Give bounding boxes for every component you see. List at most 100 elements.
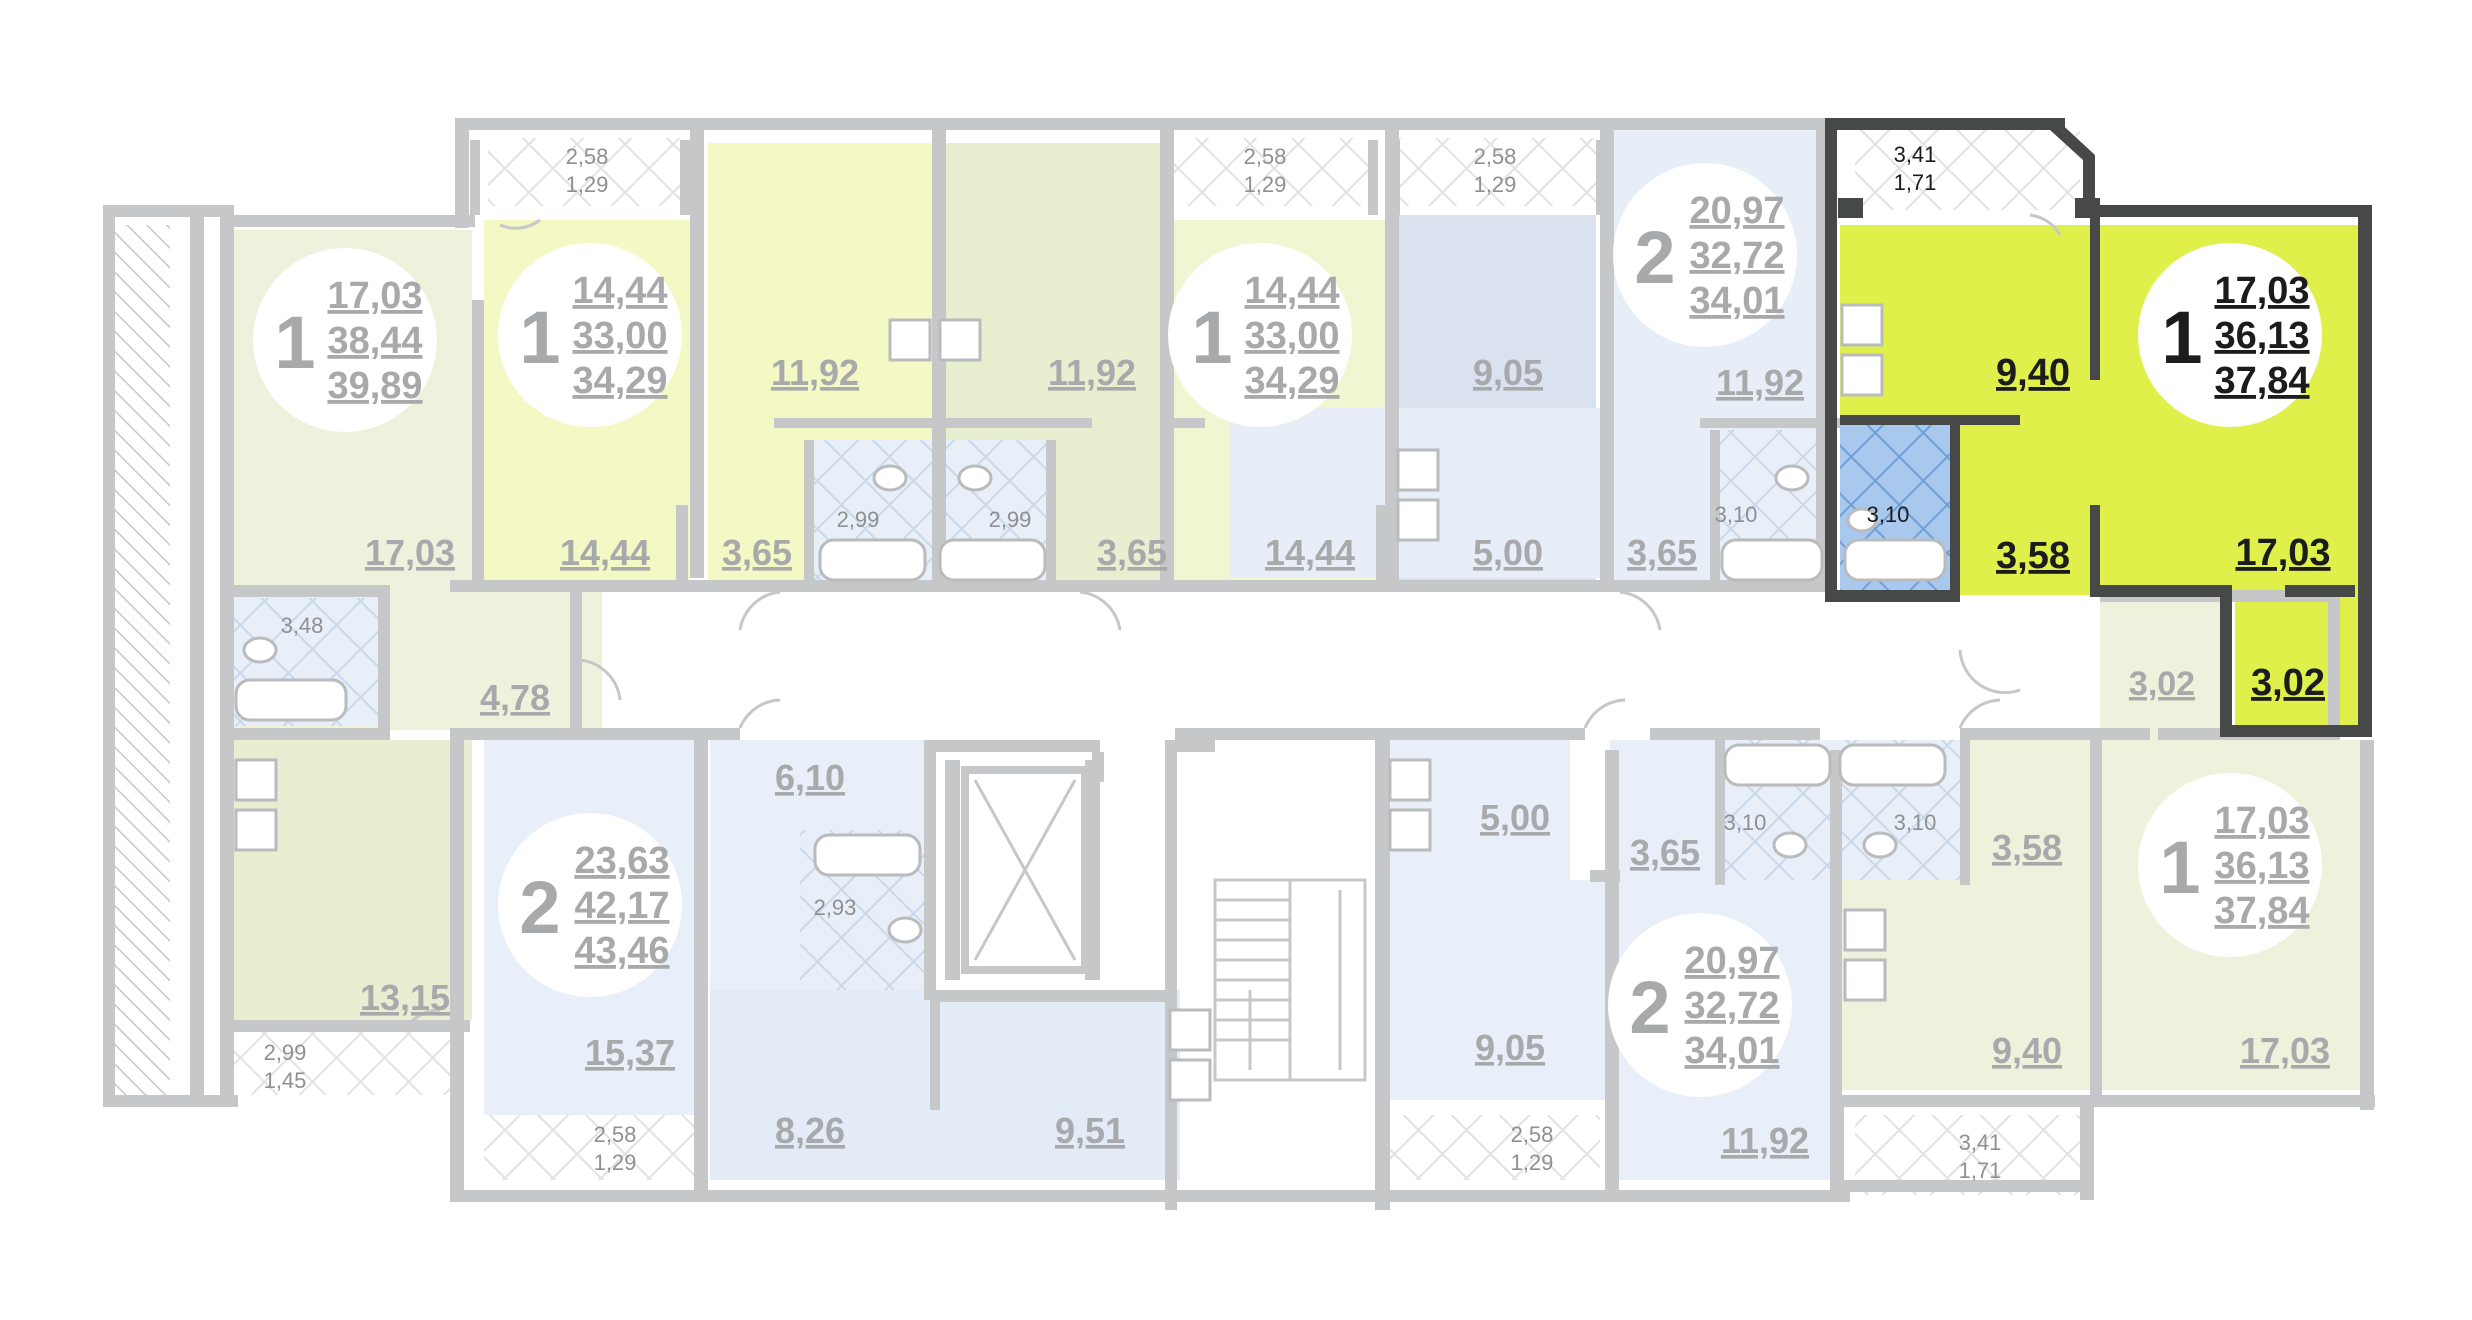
room-area: 3,02 xyxy=(2129,665,2195,703)
bathtub xyxy=(234,678,348,722)
badge-circle xyxy=(1608,913,1792,1097)
wall xyxy=(1375,740,1390,1210)
apartment-total-with-balcony: 34,29 xyxy=(572,360,667,402)
wall xyxy=(2080,1100,2094,1200)
wall xyxy=(2085,728,2095,740)
apartment-badge: 1 17,03 38,44 39,89 xyxy=(253,248,437,432)
wall xyxy=(190,205,204,1105)
wall xyxy=(450,580,1830,592)
wall xyxy=(1160,140,1170,215)
wall xyxy=(804,440,814,588)
room-fill xyxy=(710,990,1180,1180)
wall xyxy=(676,505,688,585)
sink xyxy=(234,808,278,852)
sink xyxy=(1843,958,1887,1002)
wall xyxy=(570,590,582,735)
room-area: 17,03 xyxy=(2240,1030,2330,1071)
balcony-tiles xyxy=(488,138,688,206)
room-area: 11,92 xyxy=(1048,352,1136,393)
wall xyxy=(774,418,1092,428)
wall xyxy=(1385,118,1399,588)
wall xyxy=(1600,118,1614,588)
apartment-badge-highlighted[interactable]: 1 17,03 36,13 37,84 xyxy=(2138,243,2322,427)
door-swing xyxy=(738,698,781,729)
wet-area: 2,99 xyxy=(989,507,1032,532)
wall-dark xyxy=(1825,205,1837,225)
toilet xyxy=(887,916,923,944)
wall xyxy=(1175,728,1585,740)
stove xyxy=(938,318,982,362)
door-swing xyxy=(579,658,622,701)
wall xyxy=(1710,430,1720,588)
apartment-rooms: 1 xyxy=(1191,296,1232,379)
bathtub xyxy=(1838,743,1947,787)
doors xyxy=(403,213,2062,1031)
apartment-living-area: 14,44 xyxy=(572,270,667,312)
wall xyxy=(225,1020,470,1032)
balcony-area: 2,58 xyxy=(1511,1122,1554,1147)
staircase xyxy=(1213,878,1367,1082)
wall xyxy=(1390,140,1400,215)
apartment-total-area: 32,72 xyxy=(1689,235,1784,277)
wall xyxy=(450,728,464,1118)
apartment-rooms: 2 xyxy=(1629,966,1670,1049)
door-swing xyxy=(1079,590,1122,631)
balcony-tiles xyxy=(1168,138,1368,206)
wall-dark xyxy=(1950,425,1960,600)
balcony-tiles xyxy=(1390,1115,1600,1180)
balcony-bevel xyxy=(2050,118,2095,210)
room-area: 9,51 xyxy=(1055,1110,1125,1151)
room-area: 8,26 xyxy=(775,1110,845,1151)
wall-dark xyxy=(1825,590,1960,602)
wall-dark xyxy=(2090,210,2100,380)
balcony-area: 2,58 xyxy=(1474,144,1517,169)
apartment-rooms: 1 xyxy=(274,301,315,384)
balcony-area: 2,99 xyxy=(264,1040,307,1065)
balcony-coef: 1,29 xyxy=(594,1150,637,1175)
wall xyxy=(472,300,484,585)
apartment-rooms: 1 xyxy=(2159,826,2200,909)
stove xyxy=(234,758,278,802)
apartment-total-area: 32,72 xyxy=(1684,985,1779,1027)
wall xyxy=(1830,1100,1844,1200)
wall xyxy=(1046,440,1056,588)
highlight-hall xyxy=(1955,430,2095,595)
apartment-total-area: 36,13 xyxy=(2214,315,2309,357)
apartment-badge: 1 14,44 33,00 34,29 xyxy=(1168,243,1352,427)
wall xyxy=(1700,418,1840,428)
toilet xyxy=(872,464,908,492)
wall-dark xyxy=(1825,118,2065,130)
wall xyxy=(924,740,936,1000)
balcony-coef-highlighted: 1,71 xyxy=(1894,170,1937,195)
wall xyxy=(945,760,960,980)
room-area: 4,78 xyxy=(480,677,550,718)
room-area: 5,00 xyxy=(1473,532,1543,573)
toilet xyxy=(1862,831,1898,859)
room-area: 3,65 xyxy=(722,532,792,573)
highlight-storage xyxy=(2235,590,2365,725)
toilet xyxy=(1772,831,1808,859)
door-swing xyxy=(1583,698,1626,729)
room-area-highlighted: 3,58 xyxy=(1996,535,2070,577)
highlight-balcony-tiles xyxy=(1855,130,2080,210)
room-area: 11,92 xyxy=(771,352,859,393)
apartment-total-area: 38,44 xyxy=(327,320,422,362)
wall xyxy=(225,585,390,597)
balcony-area: 2,58 xyxy=(1244,144,1287,169)
apartment-total-with-balcony: 37,84 xyxy=(2214,890,2309,932)
apartment-rooms: 1 xyxy=(2161,296,2202,379)
balcony-coef: 1,71 xyxy=(1959,1158,2002,1183)
apartment-total-area: 33,00 xyxy=(1244,315,1339,357)
wall xyxy=(1376,505,1388,585)
wet-area: 2,93 xyxy=(814,895,857,920)
apartment-living-area: 17,03 xyxy=(327,275,422,317)
door-swing xyxy=(2029,213,2062,236)
apartment-total-with-balcony: 37,84 xyxy=(2214,360,2309,402)
apartment-total-area: 36,13 xyxy=(2214,845,2309,887)
wet-area-highlighted: 3,10 xyxy=(1867,502,1910,527)
toilet xyxy=(957,464,993,492)
stove xyxy=(1840,303,1884,347)
bathtub xyxy=(1723,743,1832,787)
apartment-total-with-balcony: 39,89 xyxy=(327,365,422,407)
